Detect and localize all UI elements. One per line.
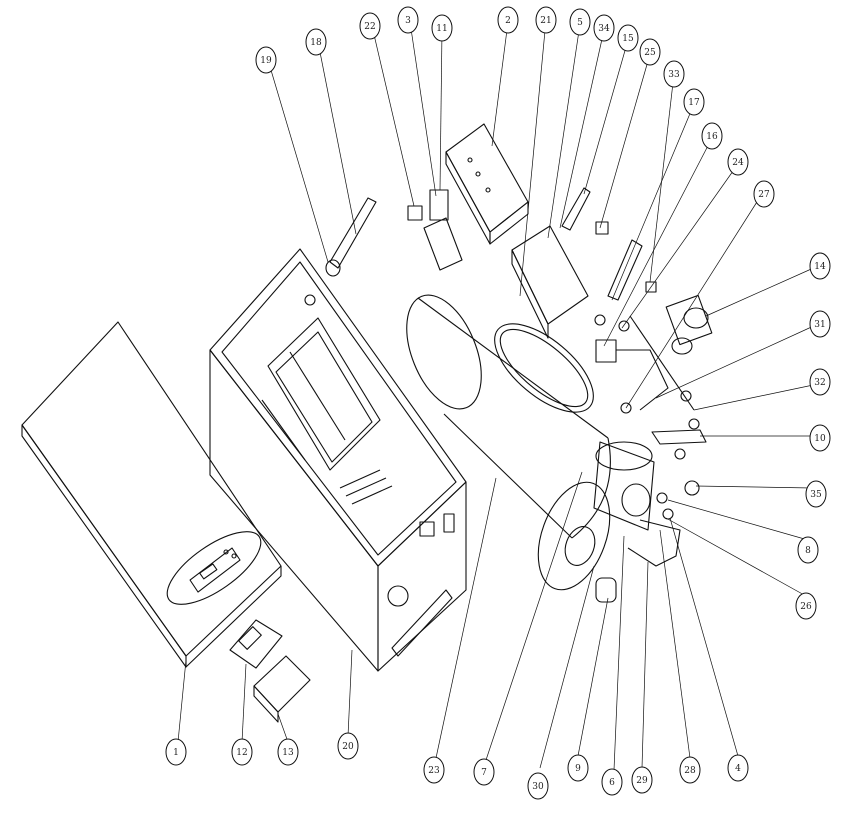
svg-text:23: 23: [428, 766, 440, 776]
circulation-pump: [537, 441, 681, 603]
svg-text:26: 26: [800, 602, 812, 612]
svg-text:24: 24: [732, 158, 744, 168]
callout-10: 10: [809, 424, 831, 452]
svg-text:30: 30: [532, 782, 544, 792]
front-cover-panel: [21, 321, 282, 668]
callout-31: 31: [809, 310, 831, 338]
callout-7: 7: [473, 758, 495, 786]
svg-text:3: 3: [405, 16, 411, 26]
callout-18: 18: [305, 28, 327, 56]
svg-text:25: 25: [644, 48, 656, 58]
heat-exchanger: [494, 225, 594, 413]
svg-text:32: 32: [814, 378, 825, 388]
callout-13: 13: [277, 738, 299, 766]
svg-text:34: 34: [598, 24, 610, 34]
electrical-box: [445, 123, 529, 245]
callout-6: 6: [601, 768, 623, 796]
svg-text:19: 19: [260, 56, 272, 66]
svg-text:31: 31: [814, 320, 825, 330]
svg-text:22: 22: [364, 22, 375, 32]
svg-text:35: 35: [810, 490, 822, 500]
svg-text:14: 14: [814, 262, 826, 272]
brackets: [561, 187, 657, 301]
callout-17: 17: [683, 88, 705, 116]
callout-4: 4: [727, 754, 749, 782]
callout-30: 30: [527, 772, 549, 800]
fittings: [651, 390, 707, 520]
callout-23: 23: [423, 756, 445, 784]
svg-text:7: 7: [481, 768, 487, 778]
callout-33: 33: [663, 60, 685, 88]
valve-assembly: [665, 294, 713, 355]
svg-text:6: 6: [609, 778, 615, 788]
svg-text:17: 17: [688, 98, 700, 108]
svg-text:11: 11: [436, 24, 447, 34]
callout-26: 26: [795, 592, 817, 620]
callout-16: 16: [701, 122, 723, 150]
leader-lines: [177, 19, 819, 771]
pipework: [594, 314, 695, 414]
svg-text:27: 27: [758, 190, 770, 200]
callout-21: 21: [535, 6, 557, 34]
callout-19: 19: [255, 46, 277, 74]
callout-25: 25: [639, 38, 661, 66]
callout-34: 34: [593, 14, 615, 42]
svg-text:21: 21: [540, 16, 551, 26]
callout-9: 9: [567, 754, 589, 782]
switch-parts: [407, 189, 463, 271]
svg-text:16: 16: [706, 132, 718, 142]
callout-32: 32: [809, 368, 831, 396]
water-tank: [406, 294, 611, 539]
svg-text:28: 28: [684, 766, 696, 776]
svg-text:18: 18: [310, 38, 322, 48]
svg-text:29: 29: [636, 776, 648, 786]
svg-text:15: 15: [622, 34, 634, 44]
main-casing: [209, 248, 467, 672]
svg-text:10: 10: [814, 434, 826, 444]
callout-20: 20: [337, 732, 359, 760]
pcb-and-cover: [229, 619, 311, 723]
svg-text:13: 13: [282, 748, 294, 758]
callout-24: 24: [727, 148, 749, 176]
callout-8: 8: [797, 536, 819, 564]
callout-15: 15: [617, 24, 639, 52]
svg-text:33: 33: [668, 70, 680, 80]
svg-text:8: 8: [805, 546, 811, 556]
sensor-rod: [325, 197, 377, 277]
callout-29: 29: [631, 766, 653, 794]
callout-2: 2: [497, 6, 519, 34]
svg-text:12: 12: [236, 748, 247, 758]
callout-1: 1: [165, 738, 187, 766]
callout-35: 35: [805, 480, 827, 508]
callout-12: 12: [231, 738, 253, 766]
callout-22: 22: [359, 12, 381, 40]
callout-5: 5: [569, 8, 591, 36]
svg-text:1: 1: [173, 748, 179, 758]
callout-bubbles: 1 12 13 20 23 7 30 9 6 29 28 4 8 26 35 1…: [165, 6, 831, 800]
callout-3: 3: [397, 6, 419, 34]
svg-text:4: 4: [735, 764, 741, 774]
callout-11: 11: [431, 14, 453, 42]
callout-28: 28: [679, 756, 701, 784]
callout-27: 27: [753, 180, 775, 208]
svg-text:2: 2: [505, 16, 511, 26]
svg-text:9: 9: [575, 764, 581, 774]
svg-text:20: 20: [342, 742, 354, 752]
svg-text:5: 5: [577, 18, 583, 28]
callout-14: 14: [809, 252, 831, 280]
